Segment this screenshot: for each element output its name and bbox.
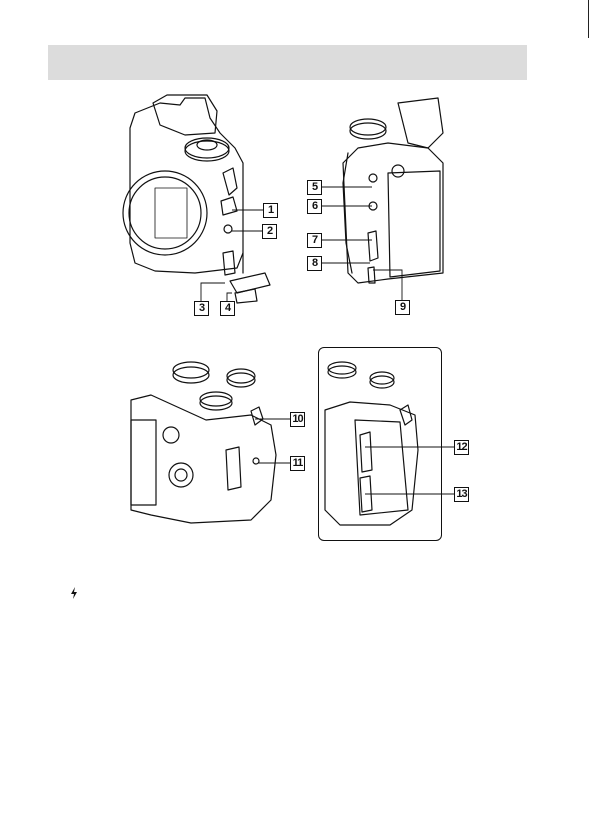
flash-icon bbox=[70, 587, 78, 599]
